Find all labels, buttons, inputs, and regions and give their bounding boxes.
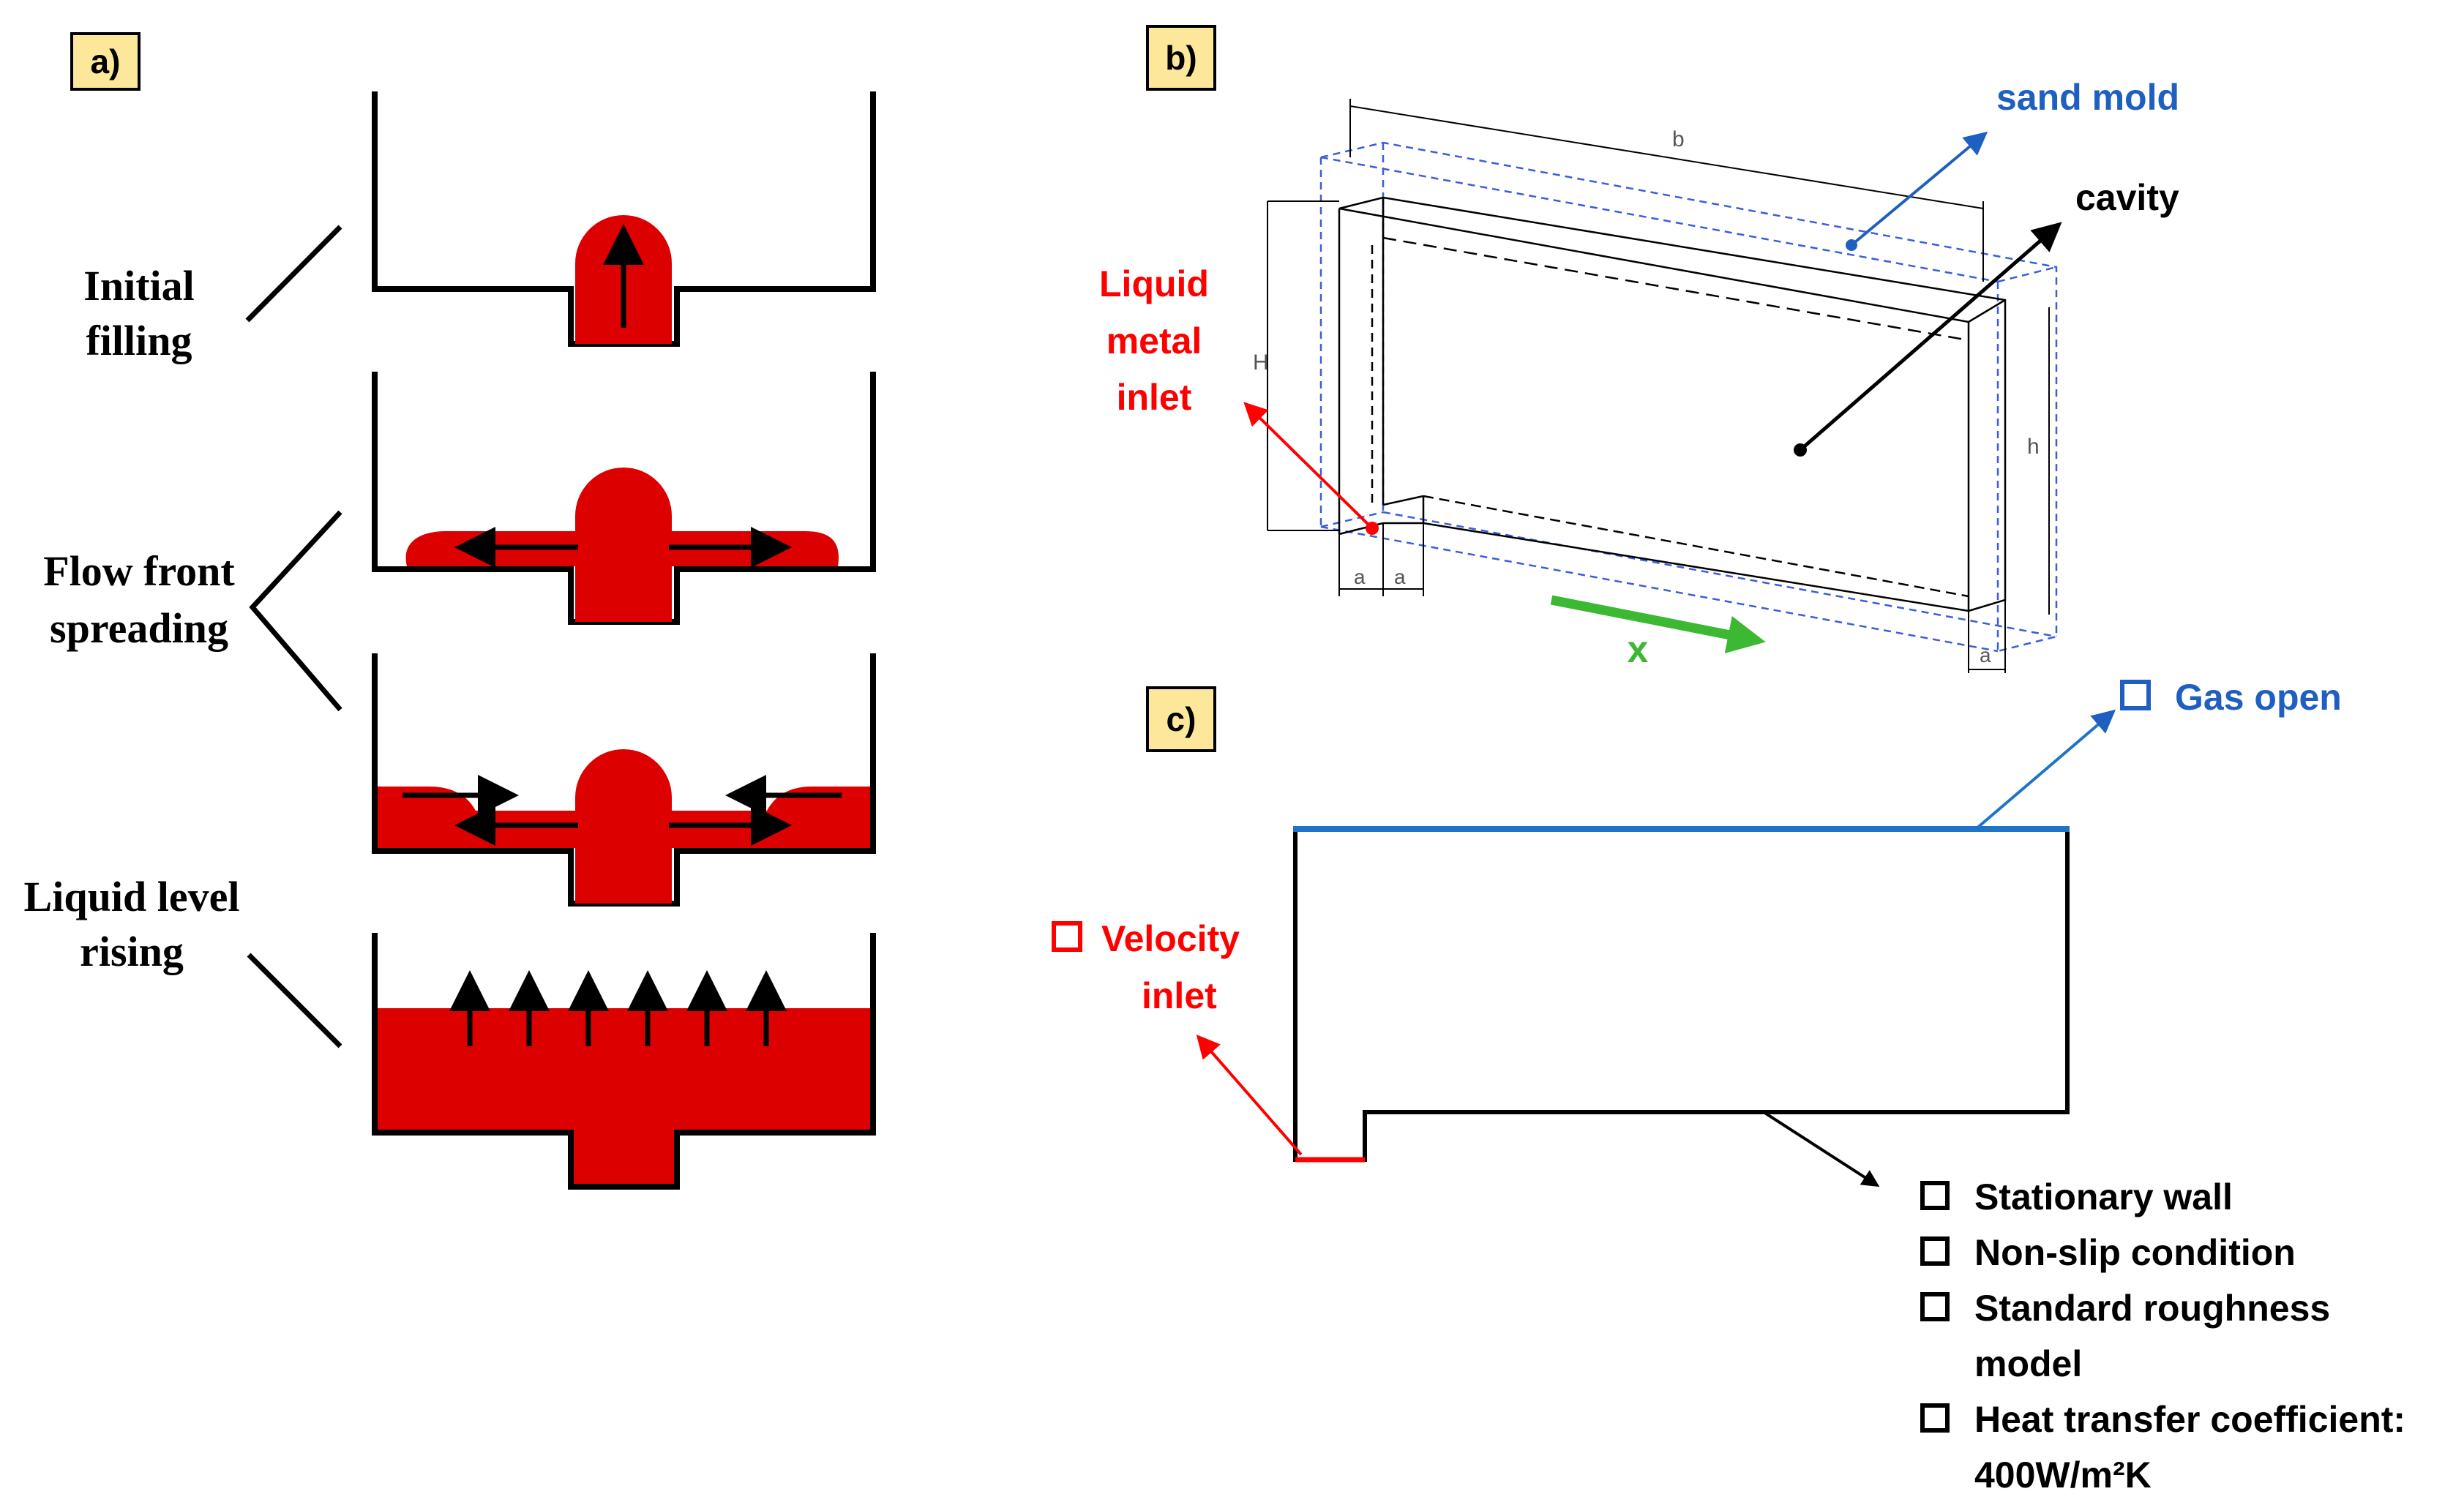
wall-pointer	[1762, 1111, 1880, 1187]
panel-a-label: a)	[70, 32, 141, 91]
x-direction-arrow	[1550, 595, 1766, 653]
wall-condition-non-slip: Non-slip condition	[1974, 1232, 2296, 1273]
dim-a-3: a	[1980, 644, 1991, 667]
dim-a-2: a	[1394, 566, 1406, 588]
leader-spreading	[249, 510, 342, 712]
stage-label-spreading-line2: spreading	[50, 604, 228, 652]
wall-condition-heat-transfer: Heat transfer coefficient:	[1974, 1399, 2405, 1440]
panel-b: b)	[1099, 25, 2179, 673]
domain-outline	[1293, 829, 2070, 1162]
stage-label-initial-line1: Initial	[83, 262, 195, 309]
checkbox-non-slip	[1920, 1236, 1950, 1266]
gas-open-label: Gas open	[2175, 677, 2342, 718]
x-axis-label: x	[1628, 628, 1649, 671]
stage-label-rising-line1: Liquid level	[24, 873, 240, 920]
sand-mold-pointer	[1850, 131, 1988, 247]
stage-label-initial-line2: filling	[86, 317, 192, 364]
inlet-label-line1: Liquid	[1099, 263, 1209, 304]
sand-mold-label: sand mold	[1996, 77, 2179, 118]
panel-c-label: c)	[1146, 686, 1216, 752]
svg-text:b): b)	[1165, 39, 1197, 77]
dim-h: h	[2027, 435, 2040, 459]
wall-conditions-list: Stationary wall Non-slip condition Stand…	[1920, 1176, 2405, 1495]
wall-condition-heat-transfer-value: 400W/m²K	[1974, 1455, 2152, 1495]
cavity-pointer	[1799, 222, 2062, 451]
stage-front-merging	[372, 653, 876, 907]
gas-open-checkbox	[2120, 680, 2151, 710]
velocity-inlet-label-line2: inlet	[1142, 975, 1217, 1016]
stage-label-rising-line2: rising	[80, 928, 184, 975]
inlet-pointer	[1243, 402, 1374, 530]
wall-condition-roughness-cont: model	[1974, 1343, 2082, 1384]
checkbox-stationary-wall	[1920, 1181, 1950, 1210]
checkbox-roughness	[1920, 1292, 1950, 1321]
dim-b: b	[1672, 127, 1685, 151]
inlet-label-line3: inlet	[1117, 377, 1192, 418]
inlet-label-line2: metal	[1106, 320, 1202, 361]
checkbox-heat-transfer	[1920, 1403, 1950, 1433]
svg-text:c): c)	[1167, 700, 1197, 738]
stage-liquid-level-rising	[372, 933, 876, 1190]
dim-a-1: a	[1354, 566, 1366, 588]
gas-open-pointer	[1974, 709, 2116, 830]
cavity-label: cavity	[2075, 177, 2179, 218]
velocity-inlet-pointer	[1196, 1034, 1303, 1156]
leader-initial	[245, 225, 342, 323]
dimension-lines	[1267, 99, 2050, 673]
wall-condition-roughness: Standard roughness	[1974, 1288, 2330, 1329]
panel-b-label: b)	[1146, 25, 1216, 91]
velocity-inlet-label-line1: Velocity	[1101, 918, 1240, 959]
leader-rising	[247, 953, 342, 1048]
stage-label-spreading-line1: Flow front	[43, 547, 235, 595]
velocity-inlet-checkbox	[1052, 921, 1082, 952]
sand-mold-outline	[1319, 141, 2058, 653]
panel-a: a)	[24, 32, 876, 1190]
cavity-outline	[1338, 196, 2007, 612]
panel-c: c) Gas open Velocity inlet Stationary wa…	[1052, 677, 2405, 1495]
wall-condition-stationary: Stationary wall	[1974, 1176, 2233, 1217]
dim-H: H	[1253, 350, 1269, 375]
stage-flow-front-spreading	[372, 372, 876, 625]
rising-arrows	[449, 970, 787, 1046]
svg-text:a): a)	[91, 42, 121, 80]
stage-initial-filling	[372, 91, 876, 347]
